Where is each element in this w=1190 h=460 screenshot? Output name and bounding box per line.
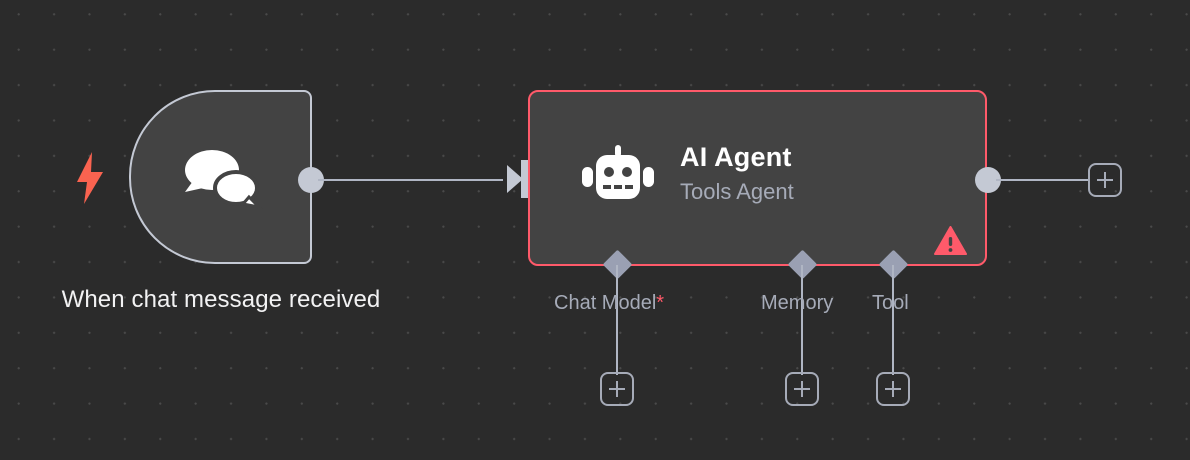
connection-chat-trigger-to-ai-agent[interactable]: [318, 179, 503, 181]
node-ai-agent[interactable]: AI Agent Tools Agent: [528, 90, 987, 266]
sub-input-label-text-chat-model: Chat Model: [554, 292, 657, 314]
sub-input-label-tool: Tool: [872, 292, 909, 314]
add-node-button-main-output[interactable]: [1088, 163, 1122, 197]
chat-bubbles-icon: [179, 145, 263, 210]
node-subtitle-ai-agent: Tools Agent: [680, 178, 794, 204]
sub-input-label-memory: Memory: [761, 292, 834, 314]
node-title-ai-agent: AI Agent: [680, 142, 792, 172]
node-when-chat-message-received[interactable]: [129, 90, 312, 264]
add-node-button-memory[interactable]: [785, 372, 819, 406]
sub-connection-tool: [892, 265, 894, 375]
add-node-button-chat-model[interactable]: [600, 372, 634, 406]
node-label-when-chat-message-received: When chat message received: [61, 286, 381, 313]
required-asterisk-chat-model: *: [656, 292, 665, 314]
add-node-button-tool[interactable]: [876, 372, 910, 406]
sub-connection-memory: [801, 265, 803, 375]
sub-connection-chat-model: [616, 265, 618, 375]
sub-input-label-chat-model: Chat Model*: [554, 293, 664, 313]
output-stub-ai-agent: [996, 179, 1089, 181]
lightning-bolt-icon: [72, 152, 108, 204]
robot-icon: [582, 145, 654, 203]
warning-triangle-icon[interactable]: [934, 226, 967, 256]
